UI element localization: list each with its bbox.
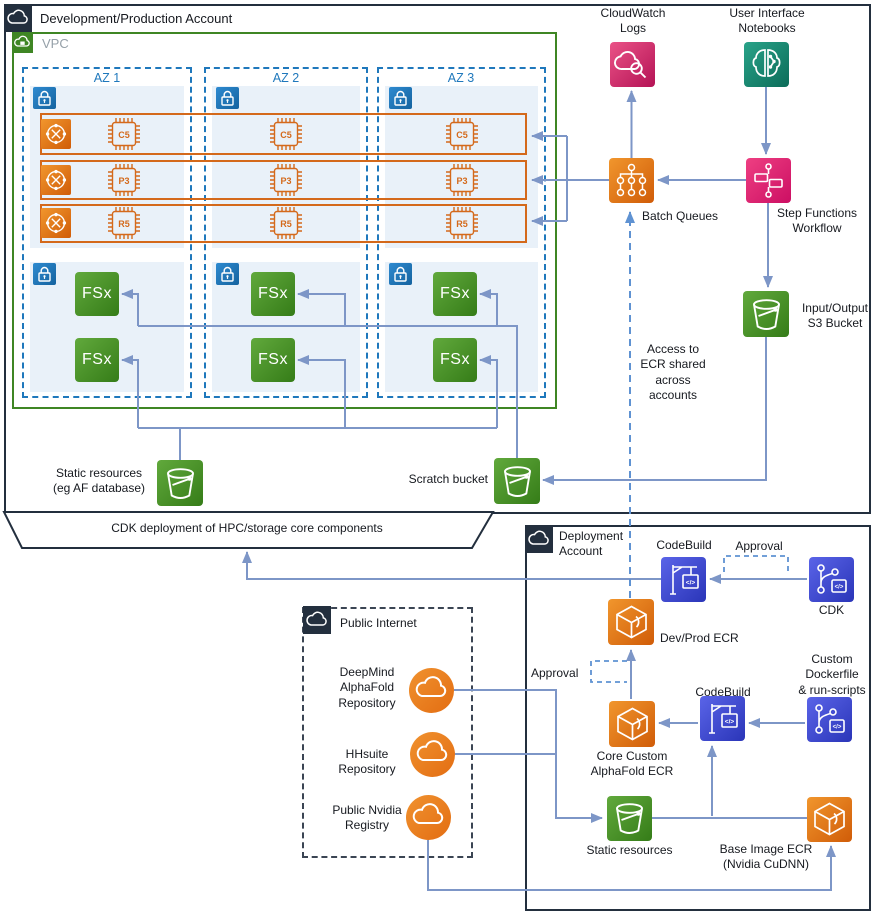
- dockerfile-repo-icon: </>: [807, 697, 852, 742]
- fsx-icon-az3-scratch: FSx: [433, 272, 477, 316]
- hhsuite-repo-icon: [410, 732, 455, 777]
- svg-text:P3: P3: [456, 176, 467, 186]
- public-internet-label: Public Internet: [340, 616, 417, 630]
- svg-text:C5: C5: [118, 130, 130, 140]
- fsx-label: FSx: [258, 285, 288, 302]
- ecr-shared-note: Access to ECR shared across accounts: [640, 342, 706, 403]
- deployment-account-cloud-icon: [525, 525, 553, 553]
- lock-icon: [389, 263, 412, 285]
- codebuild2-label: CodeBuild: [695, 685, 751, 699]
- vpc-label: VPC: [42, 36, 69, 51]
- ec2-chip-p3-az1: P3: [107, 163, 141, 197]
- fsx-label: FSx: [440, 351, 470, 368]
- deepmind-repo-icon: [409, 668, 454, 713]
- fsx-icon-az2-static: FSx: [251, 338, 295, 382]
- svg-text:</>: </>: [833, 725, 842, 731]
- cloudwatch-logs-label: CloudWatch Logs: [600, 6, 666, 36]
- ec2-chip-p3-az2: P3: [269, 163, 303, 197]
- cdk-icon: </>: [809, 557, 854, 602]
- fsx-label: FSx: [82, 285, 112, 302]
- codebuild-label: CodeBuild: [656, 538, 712, 552]
- cloudwatch-logs-icon: [610, 42, 655, 87]
- devprod-account-cloud-icon: [4, 4, 32, 32]
- deployment-account-label: Deployment Account: [559, 529, 624, 559]
- deepmind-repo-label: DeepMind AlphaFold Repository: [338, 665, 396, 710]
- approval2-label: Approval: [531, 666, 579, 680]
- svg-text:</>: </>: [725, 719, 735, 726]
- scratch-bucket-icon: [494, 458, 540, 504]
- fsx-icon-az2-scratch: FSx: [251, 272, 295, 316]
- svg-text:R5: R5: [118, 219, 130, 229]
- io-s3-bucket-icon: [743, 291, 789, 337]
- deployment-static-label: Static resources: [586, 843, 673, 857]
- batch-queues-icon: [609, 158, 654, 203]
- fsx-icon-az1-scratch: FSx: [75, 272, 119, 316]
- cdk-label: CDK: [818, 603, 845, 617]
- batch-queues-label: Batch Queues: [642, 209, 719, 223]
- nvidia-registry-label: Public Nvidia Registry: [332, 803, 402, 833]
- svg-text:C5: C5: [456, 130, 468, 140]
- core-alphafold-ecr-label: Core Custom AlphaFold ECR: [590, 749, 674, 779]
- svg-text:C5: C5: [280, 130, 292, 140]
- codebuild-icon: </>: [661, 557, 706, 602]
- ec2-chip-c5-az1: C5: [107, 117, 141, 151]
- static-resources-bucket-icon: [157, 460, 203, 506]
- svg-text:</>: </>: [835, 585, 844, 591]
- cdk-deployment-banner-label: CDK deployment of HPC/storage core compo…: [111, 521, 383, 535]
- devprod-ecr-label: Dev/Prod ECR: [660, 631, 739, 645]
- fsx-label: FSx: [440, 285, 470, 302]
- cdk-deployment-banner: [2, 511, 495, 549]
- vpc-icon: [12, 32, 33, 53]
- svg-text:R5: R5: [280, 219, 292, 229]
- step-functions-icon: [746, 158, 791, 203]
- fsx-label: FSx: [258, 351, 288, 368]
- fsx-label: FSx: [82, 351, 112, 368]
- autoscaling-icon: [41, 119, 71, 149]
- svg-text:</>: </>: [686, 580, 696, 587]
- ec2-chip-p3-az3: P3: [445, 163, 479, 197]
- ec2-chip-r5-az1: R5: [107, 206, 141, 240]
- fsx-icon-az1-static: FSx: [75, 338, 119, 382]
- io-s3-bucket-label: Input/Output S3 Bucket: [801, 301, 869, 331]
- autoscaling-icon: [41, 165, 71, 195]
- ec2-chip-r5-az3: R5: [445, 206, 479, 240]
- dockerfile-label: Custom Dockerfile & run-scripts: [798, 652, 866, 697]
- approval-label: Approval: [735, 539, 783, 553]
- ec2-chip-c5-az2: C5: [269, 117, 303, 151]
- autoscaling-icon: [41, 208, 71, 238]
- ec2-chip-c5-az3: C5: [445, 117, 479, 151]
- public-internet-cloud-icon: [303, 606, 331, 634]
- lock-icon: [33, 263, 56, 285]
- scratch-bucket-label: Scratch bucket: [408, 472, 488, 486]
- lock-icon: [216, 263, 239, 285]
- az-2-label: AZ 2: [272, 71, 300, 85]
- static-resources-label: Static resources (eg AF database): [52, 466, 146, 496]
- az-3-label: AZ 3: [447, 71, 475, 85]
- base-image-ecr-label: Base Image ECR (Nvidia CuDNN): [719, 842, 813, 872]
- az-1-label: AZ 1: [93, 71, 121, 85]
- fsx-icon-az3-static: FSx: [433, 338, 477, 382]
- devprod-account-label: Development/Production Account: [40, 11, 233, 26]
- notebooks-label: User Interface Notebooks: [729, 6, 805, 36]
- ec2-chip-r5-az2: R5: [269, 206, 303, 240]
- nvidia-registry-icon: [406, 795, 451, 840]
- core-alphafold-ecr-icon: [609, 701, 655, 747]
- base-image-ecr-icon: [807, 797, 852, 842]
- svg-text:P3: P3: [118, 176, 129, 186]
- az-1-box: [22, 67, 192, 398]
- notebooks-icon: [744, 42, 789, 87]
- step-functions-label: Step Functions Workflow: [776, 206, 858, 236]
- svg-text:R5: R5: [456, 219, 468, 229]
- hhsuite-repo-label: HHsuite Repository: [338, 747, 396, 777]
- deployment-static-bucket-icon: [607, 796, 652, 841]
- lock-icon: [33, 87, 56, 109]
- lock-icon: [389, 87, 412, 109]
- codebuild2-icon: </>: [700, 696, 745, 741]
- lock-icon: [216, 87, 239, 109]
- devprod-ecr-icon: [608, 599, 654, 645]
- svg-text:P3: P3: [280, 176, 291, 186]
